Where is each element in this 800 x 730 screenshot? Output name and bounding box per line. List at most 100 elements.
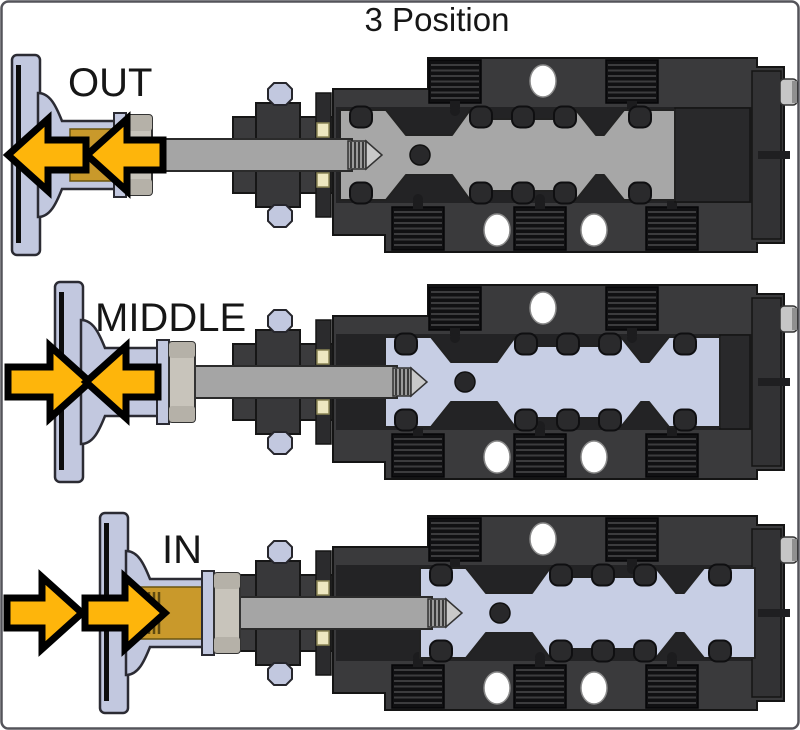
port-nub (627, 333, 637, 343)
return-cylinder (674, 107, 751, 203)
spool-oring (469, 181, 493, 205)
spool-oring (514, 332, 538, 356)
port-stem (535, 659, 545, 667)
port-stem (413, 659, 423, 667)
spool (419, 567, 756, 659)
port-nub (535, 652, 545, 662)
spool-oring (708, 639, 732, 663)
port-stem (627, 559, 637, 567)
shaft-tip-cone (410, 366, 429, 398)
mounting-hole (580, 440, 608, 474)
port-stem (450, 328, 460, 336)
end-pin (758, 151, 790, 159)
stop-button-shade (792, 308, 797, 330)
shaft (235, 596, 433, 630)
port-nub (667, 652, 677, 662)
spool-oring (469, 105, 493, 129)
port-stem (535, 201, 545, 209)
arrow-right-icon (4, 338, 96, 426)
hex-nut-facet (169, 406, 195, 422)
port-stem (667, 428, 677, 436)
hex-tab (267, 431, 293, 455)
spool-oring (673, 408, 697, 432)
mounting-hole (529, 522, 557, 556)
spool-oring (628, 105, 652, 129)
end-pin (758, 378, 790, 386)
hex-tab (267, 662, 293, 686)
spool-oring (553, 181, 577, 205)
hex-tab (267, 82, 293, 106)
port-stem (450, 559, 460, 567)
spool-oring (598, 408, 622, 432)
spool-oring (633, 563, 657, 587)
port-nub (450, 106, 460, 116)
valve-section-out (2, 53, 798, 257)
port-stem (535, 428, 545, 436)
return-cylinder (719, 334, 751, 430)
mounting-hole (483, 213, 511, 247)
spool-oring (633, 639, 657, 663)
port-stem (667, 659, 677, 667)
hex-tab (267, 540, 293, 564)
spool-oring (628, 181, 652, 205)
seal (316, 580, 330, 596)
port-stem (413, 201, 423, 209)
spool-oring (591, 563, 615, 587)
mounting-hole (529, 291, 557, 325)
hex-tab (267, 309, 293, 333)
spool-oring (556, 332, 580, 356)
shaft-tip-cone (445, 597, 464, 629)
seal (316, 172, 330, 188)
mounting-hole (483, 671, 511, 705)
seal (316, 399, 330, 415)
spool-oring (511, 105, 535, 129)
hex-nut-facet (214, 573, 240, 589)
hex-nut-facet (126, 115, 152, 131)
label-in: IN (162, 528, 202, 572)
spool-oring (349, 105, 373, 129)
valve-section-in (3, 511, 798, 715)
port-stem (627, 328, 637, 336)
arrow-left-icon (80, 338, 162, 426)
spool-oring (598, 332, 622, 356)
mounting-hole (529, 64, 557, 98)
port-stem (627, 101, 637, 109)
spool-oring (429, 563, 453, 587)
spool-oring (708, 563, 732, 587)
spool-cross-hole (489, 602, 511, 624)
arrow-left-icon (81, 111, 167, 199)
spool-cross-hole (454, 371, 476, 393)
shaft (190, 365, 398, 399)
page-title: 3 Position (365, 1, 510, 38)
seal (316, 122, 330, 138)
arrow-right-icon (3, 569, 88, 657)
seal (316, 630, 330, 646)
shaft-tip-cone (365, 139, 384, 171)
mounting-hole (580, 671, 608, 705)
port-stem (450, 101, 460, 109)
spool-oring (394, 408, 418, 432)
spool-oring (549, 639, 573, 663)
spool-oring (514, 408, 538, 432)
spool-oring (429, 639, 453, 663)
port-nub (450, 333, 460, 343)
spool-oring (394, 332, 418, 356)
port-nub (413, 194, 423, 204)
spool-oring (511, 181, 535, 205)
mounting-hole (580, 213, 608, 247)
spool-oring (549, 563, 573, 587)
label-middle: MIDDLE (95, 296, 246, 340)
valve-section-middle (4, 280, 798, 484)
port-stem (413, 428, 423, 436)
hex-tab (267, 204, 293, 228)
spool-oring (673, 332, 697, 356)
arrow-right-icon (81, 569, 171, 657)
spool-cross-hole (409, 144, 431, 166)
hex-nut-facet (214, 637, 240, 653)
stop-button-shade (792, 81, 797, 103)
spool-oring (591, 639, 615, 663)
handle-end-plate (201, 570, 215, 656)
